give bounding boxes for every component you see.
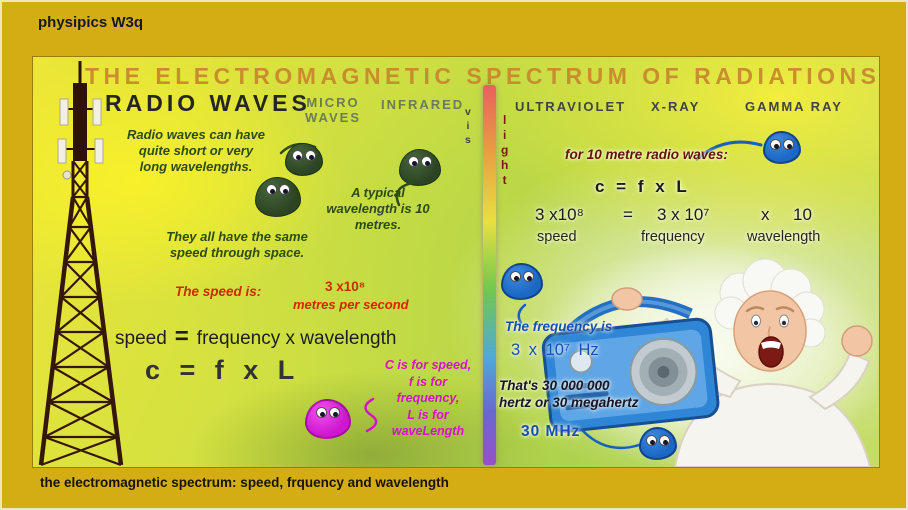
frequency-value: 3 x 10⁷ Hz [511,341,599,359]
note-same-speed: They all have the same speed through spa… [166,229,308,260]
blue-blob-character [501,263,543,300]
frequency-mhz: 30 MHz [521,423,581,440]
calc-frequency-term: 3 x 10⁷ [657,205,710,224]
frequency-note: That's 30 000 000 hertz or 30 megahertz [499,378,639,410]
eye-icon [305,150,316,161]
eye-icon [292,150,303,161]
note-wavelengths: Radio waves can have quite short or very… [126,127,265,174]
right-heading: for 10 metre radio waves: [565,147,728,162]
connector-squiggle-icon [695,140,763,161]
eye-icon [279,184,290,195]
connector-squiggle-icon [517,303,527,325]
eye-icon [316,407,327,418]
eye-icon [421,156,432,167]
connector-squiggle-icon [395,181,415,207]
bottom-caption: the electromagnetic spectrum: speed, frq… [40,475,449,490]
label-light: l i g h t [501,113,509,187]
blue-blob-character [639,427,677,460]
calc-label-wavelength: wavelength [747,229,821,245]
label-micro-waves: MICRO WAVES [305,95,361,125]
equation-words: speed=frequency x wavelength [115,323,397,350]
calc-speed-term: 3 x10⁸ [535,205,584,224]
label-infrared: INFRARED [381,97,465,112]
label-gamma-ray: GAMMA RAY [745,99,843,114]
calc-label-frequency: frequency [641,229,705,245]
speed-units: metres per second [293,297,409,312]
excited-woman-with-radio-photo [530,242,877,467]
frequency-label: The frequency is [505,319,613,334]
right-equation-symbols: c = f x L [595,177,687,196]
visible-light-spectrum-strip [483,85,496,465]
radio-tower-photo [38,61,124,467]
green-blob-character [399,149,441,186]
green-blob-character [255,177,301,217]
green-blob-character [285,143,323,176]
eye-icon [523,271,534,282]
eye-icon [329,407,340,418]
eye-icon [510,271,521,282]
brand-text: physipics W3q [38,14,144,31]
label-radio-waves: RADIO WAVES [105,90,311,116]
calc-wavelength-term: 10 [793,205,812,224]
poster-panel: THE ELECTROMAGNETIC SPECTRUM OF RADIATIO… [32,56,880,468]
label-x-ray: X-RAY [651,99,701,114]
eye-icon [408,156,419,167]
label-ultraviolet: ULTRAVIOLET [515,99,627,114]
label-vis: v i s [465,106,473,146]
note-typical-wavelength: A typical wavelength is 10 metres. [326,185,430,232]
eye-icon [770,139,781,150]
eye-icon [646,435,657,446]
magenta-blob-character [305,399,351,439]
speed-is-label: The speed is: [175,284,262,299]
legend-cfl: C is for speed, f is for frequency, L is… [384,358,472,438]
equation-symbols: c = f x L [145,355,295,385]
calc-equals: = [623,205,633,224]
speed-value: 3 x10⁸ [325,279,366,294]
connector-squiggle-icon [581,429,641,450]
eye-icon [783,139,794,150]
calc-times: x [761,205,770,224]
page-title: THE ELECTROMAGNETIC SPECTRUM OF RADIATIO… [85,63,880,89]
eye-icon [659,435,670,446]
eye-icon [266,184,277,195]
blue-blob-character [763,131,801,164]
calc-label-speed: speed [537,229,577,245]
connector-squiggle-icon [364,397,378,433]
